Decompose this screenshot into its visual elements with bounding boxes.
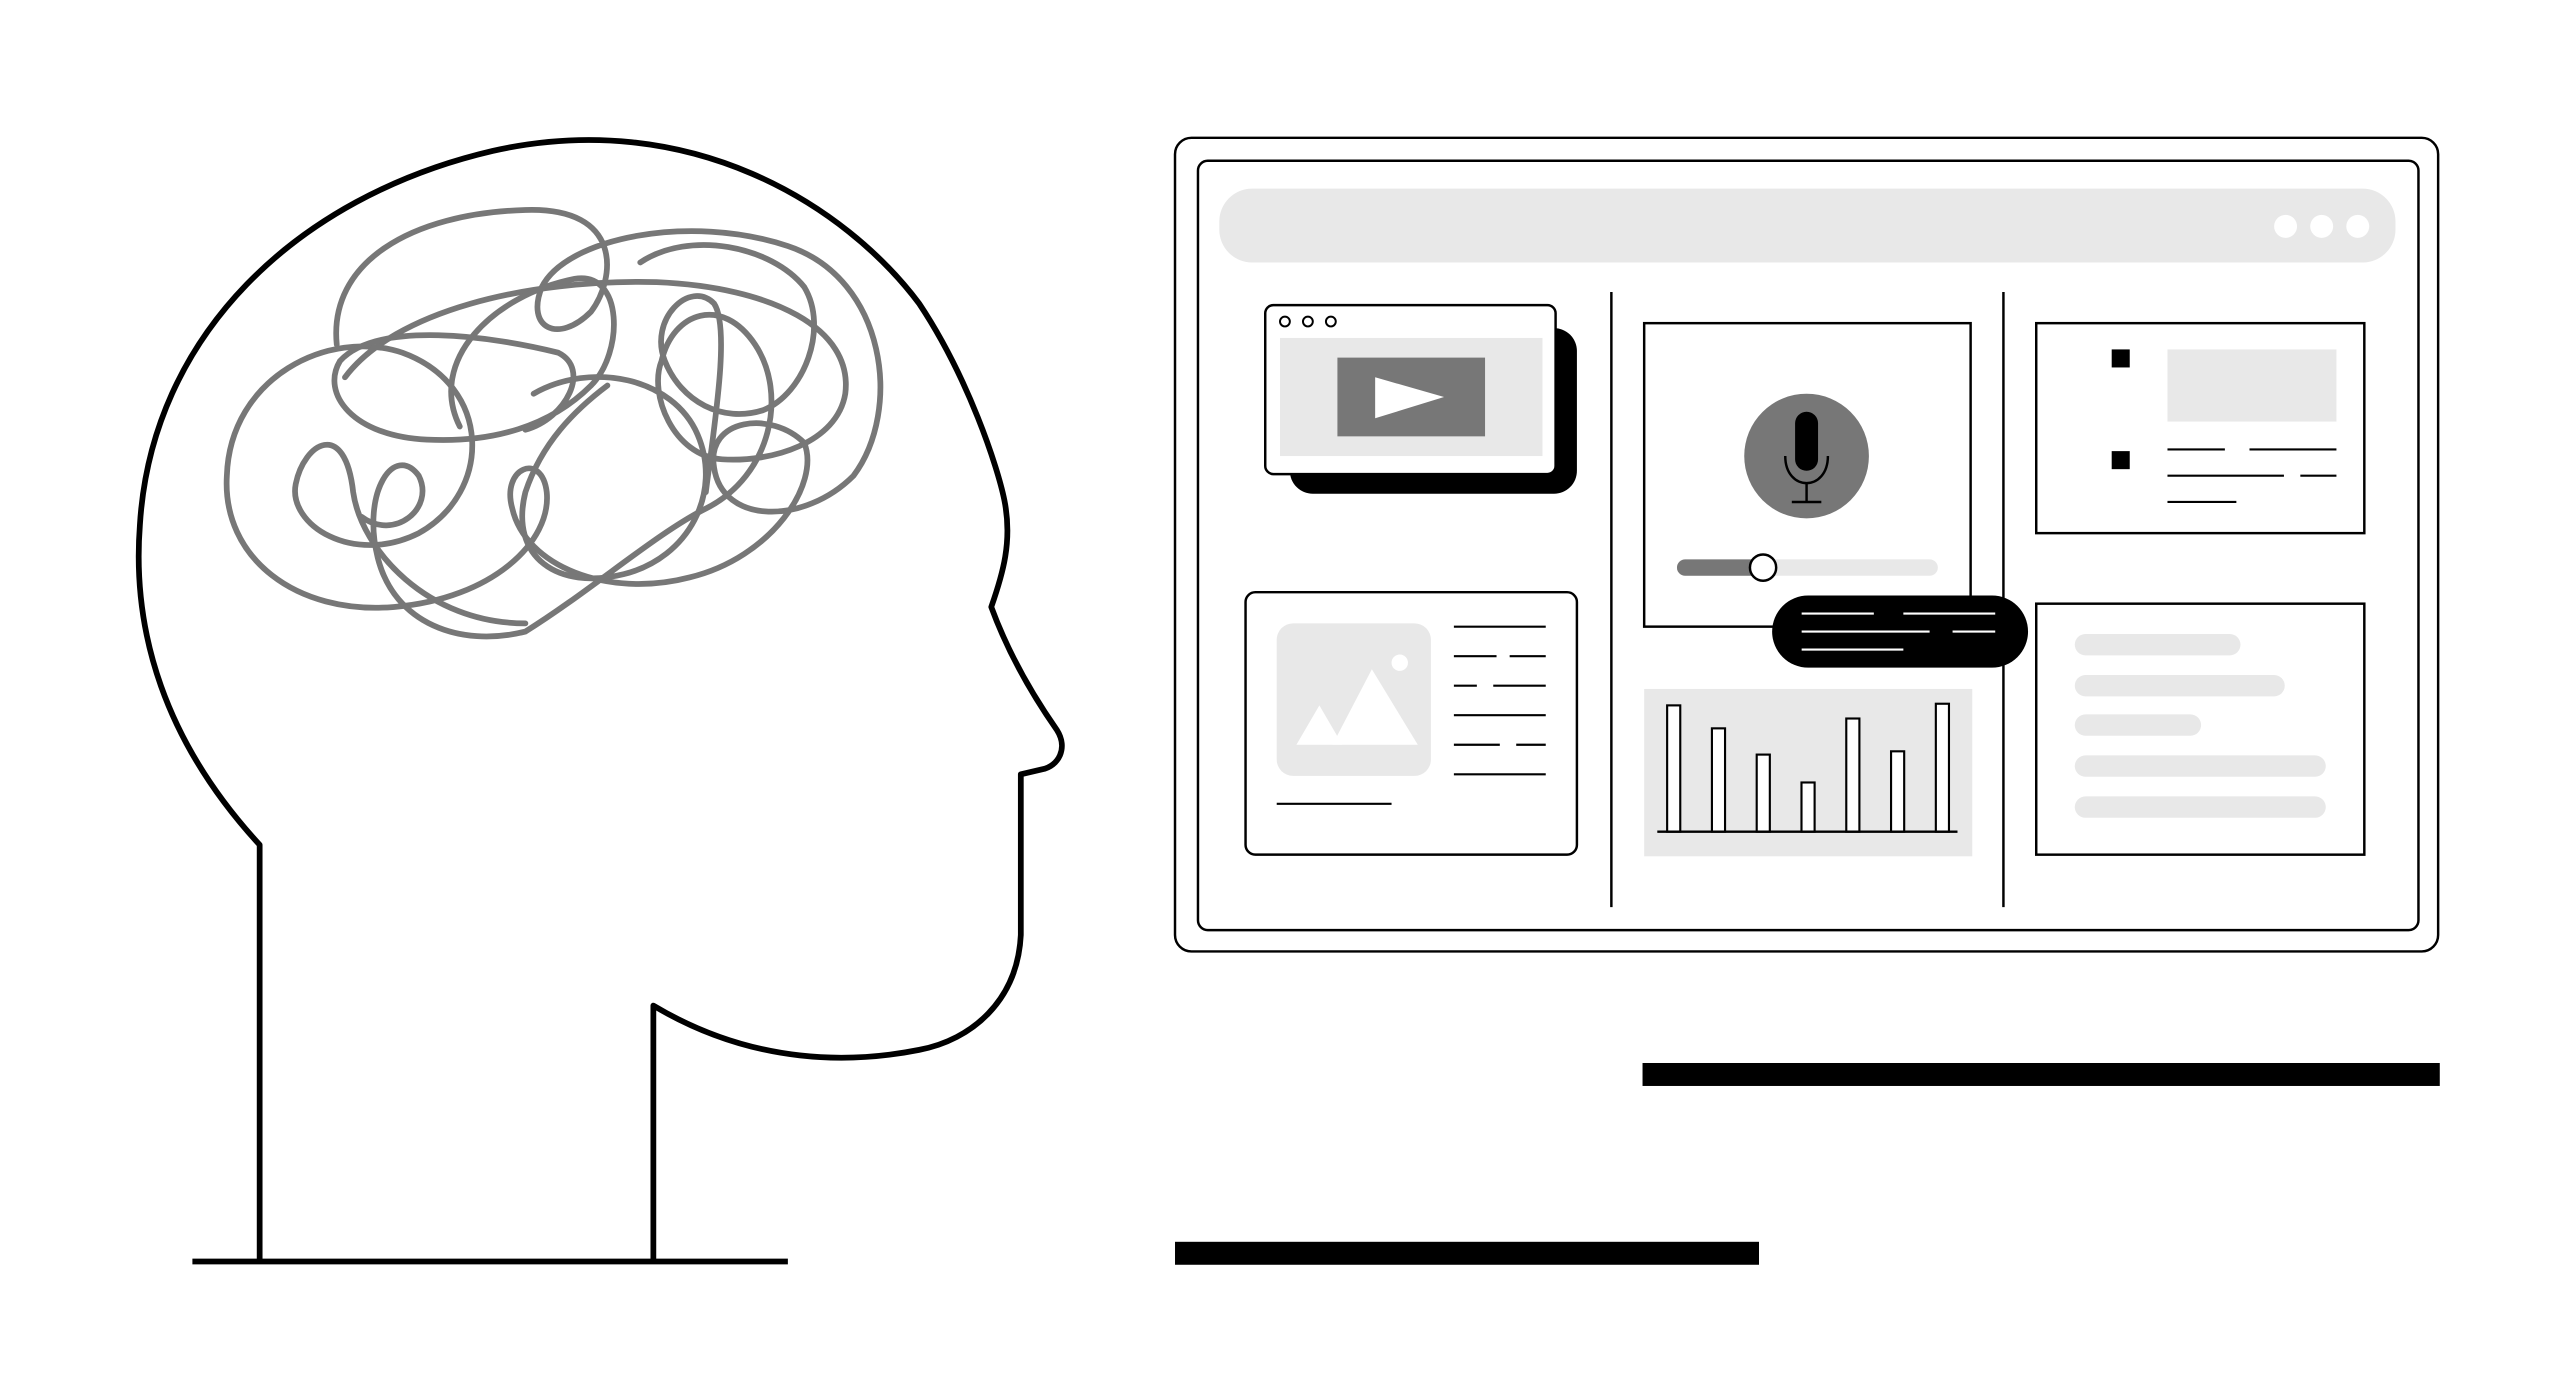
text-list-card — [2035, 602, 2366, 856]
video-card[interactable] — [1264, 303, 1577, 494]
image-article-card — [1244, 590, 1579, 856]
decorative-bar — [1642, 1062, 2440, 1086]
window-menu-dots-icon[interactable] — [2274, 214, 2370, 238]
chat-bubble — [1772, 595, 2029, 668]
chart-bar — [1666, 704, 1682, 833]
chart-bar — [1934, 702, 1951, 833]
bullet-icon — [2111, 349, 2130, 368]
bar-chart-card — [1644, 688, 1973, 857]
decorative-bar — [1175, 1241, 1760, 1265]
audio-recorder-card — [1642, 321, 1972, 628]
chart-bar — [1889, 750, 1906, 833]
address-bar[interactable] — [1219, 188, 2396, 263]
head-outline — [135, 137, 1065, 1265]
checklist-card — [2035, 321, 2366, 535]
text-lines — [1276, 625, 1546, 805]
bullet-icon — [2111, 451, 2130, 470]
audio-progress-slider[interactable] — [1676, 553, 1938, 582]
chart-bar — [1710, 727, 1727, 833]
tangled-thoughts-scribble — [223, 207, 884, 640]
chart-bar — [1845, 717, 1861, 833]
microphone-icon — [1784, 411, 1830, 504]
slider-knob[interactable] — [1748, 553, 1778, 582]
mini-window-dots-icon — [1279, 315, 1337, 328]
play-icon[interactable] — [1375, 377, 1445, 419]
chart-bar — [1800, 781, 1816, 833]
image-placeholder-icon — [1276, 623, 1431, 776]
chart-bar — [1755, 753, 1771, 833]
